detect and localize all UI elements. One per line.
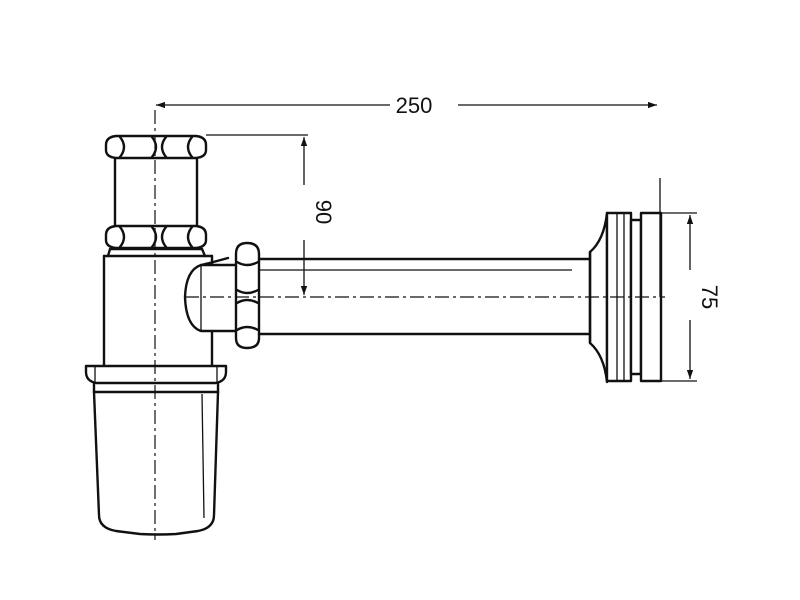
neck-tube (113, 156, 199, 229)
outlet-hex-nut (234, 241, 261, 350)
dimension-width-label: 250 (396, 93, 433, 118)
dimension-diameter: 75 (661, 212, 722, 382)
body-shoulder (106, 247, 207, 258)
lower-union-nut (104, 224, 208, 250)
outlet-pipe (257, 257, 592, 336)
top-union-nut (104, 134, 208, 160)
wall-flange (588, 211, 663, 384)
outlet-boss (183, 256, 240, 333)
dimension-diameter-label: 75 (697, 285, 722, 309)
centre-lines (154, 110, 665, 540)
dimension-height: 90 (206, 134, 336, 295)
dimension-width: 250 (156, 93, 657, 118)
dimension-height-label: 90 (311, 200, 336, 224)
bottle-cup (84, 364, 228, 536)
